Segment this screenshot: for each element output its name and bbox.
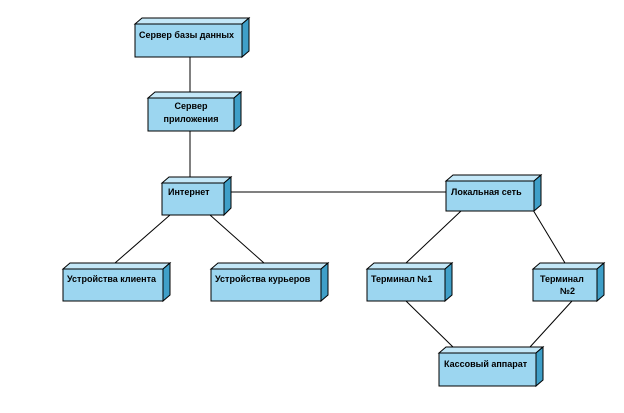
node-side-face	[533, 173, 542, 213]
connector-internet-courier	[209, 214, 265, 264]
node-terminal-1: Терминал №1	[365, 261, 454, 303]
node-label-terminal-2-line1: Терминал	[540, 274, 584, 284]
node-side-face	[223, 175, 232, 217]
node-label-app-server-line2: приложения	[164, 114, 219, 124]
connector-local-terminal2	[529, 204, 566, 264]
node-courier-devices: Устройства курьеров	[209, 261, 330, 303]
node-label-client-devices: Устройства клиента	[67, 274, 157, 284]
node-label-db-server: Сервер базы данных	[139, 30, 234, 40]
node-cash-register: Кассовый аппарат	[437, 345, 545, 388]
node-front-face	[445, 180, 535, 212]
node-label-terminal-1: Терминал №1	[371, 274, 432, 284]
node-side-face	[320, 261, 329, 303]
node-side-face	[535, 345, 544, 388]
node-side-face	[162, 261, 171, 303]
node-top-face	[209, 262, 330, 270]
node-front-face	[161, 182, 225, 216]
node-label-app-server-line1: Сервер	[175, 101, 208, 111]
node-top-face	[133, 17, 251, 25]
connectors	[114, 57, 573, 348]
node-app-server: Сервер приложения	[146, 90, 243, 133]
node-side-face	[444, 261, 453, 303]
node-top-face	[365, 262, 454, 270]
node-front-face	[366, 268, 446, 302]
node-top-face	[444, 174, 543, 182]
node-front-face	[134, 23, 243, 58]
node-internet: Интернет	[160, 175, 233, 217]
node-top-face	[531, 262, 606, 270]
node-top-face	[160, 176, 233, 184]
connector-terminal2-cash	[529, 300, 573, 348]
node-front-face	[532, 268, 598, 302]
node-side-face	[241, 16, 250, 59]
node-top-face	[146, 91, 243, 99]
node-local-network: Локальная сеть	[444, 173, 543, 213]
node-client-devices: Устройства клиента	[61, 261, 172, 303]
node-front-face	[438, 352, 537, 387]
connector-internet-client	[114, 214, 171, 264]
node-front-face	[210, 268, 322, 302]
node-front-face	[147, 97, 235, 132]
node-top-face	[61, 262, 172, 270]
node-label-terminal-2-line2: №2	[560, 286, 575, 296]
node-side-face	[596, 261, 605, 303]
node-label-local-network: Локальная сеть	[451, 187, 522, 197]
node-label-internet: Интернет	[168, 187, 210, 197]
connector-terminal1-cash	[405, 300, 454, 348]
node-front-face	[62, 268, 164, 302]
node-terminal-2: Терминал №2	[531, 261, 606, 303]
node-label-courier-devices: Устройства курьеров	[215, 274, 311, 284]
node-db-server: Сервер базы данных	[133, 16, 251, 59]
connector-local-terminal1	[405, 210, 462, 264]
node-label-cash-register: Кассовый аппарат	[444, 359, 528, 369]
node-top-face	[437, 346, 545, 354]
node-side-face	[233, 90, 242, 133]
